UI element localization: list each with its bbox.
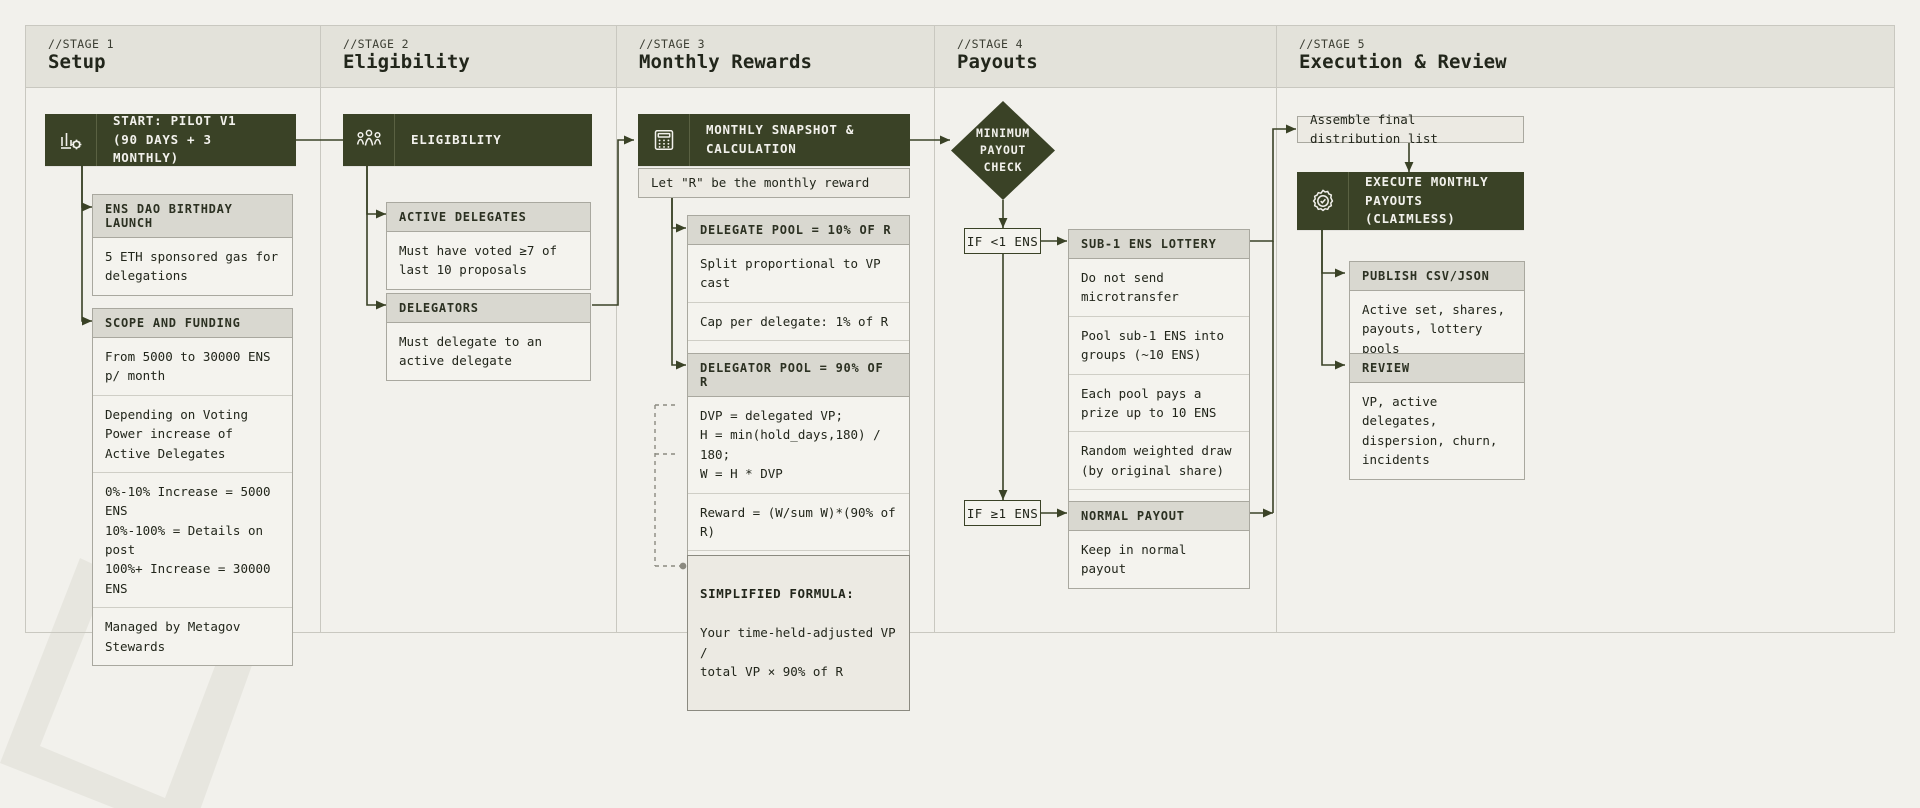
card-delegate-pool[interactable]: DELEGATE POOL = 10% OF R Split proportio… [687,215,910,380]
stage-header-1: //STAGE 1 Setup [26,26,320,88]
card-row: Cap per delegate: 1% of R [688,303,909,342]
stage-column-2: //STAGE 2 Eligibility [321,26,617,632]
stage-header-5: //STAGE 5 Execution & Review [1277,26,1894,88]
stage-header-4: //STAGE 4 Payouts [935,26,1276,88]
note-let-r-text: Let "R" be the monthly reward [651,174,870,190]
node-eligibility-label: ELIGIBILITY [411,131,502,147]
badge-check-icon [1297,172,1349,230]
note-let-r: Let "R" be the monthly reward [638,168,910,198]
card-row: Reward = (W/sum W)*(90% of R) [688,494,909,552]
card-row: 0%-10% Increase = 5000 ENS 10%-100% = De… [93,473,292,609]
stage-kicker-2: //STAGE 2 [343,37,409,51]
card-row: Active set, shares, payouts, lottery poo… [1362,302,1505,356]
card-normal-payout[interactable]: NORMAL PAYOUT Keep in normal payout [1068,501,1250,589]
card-row: DVP = delegated VP; H = min(hold_days,18… [688,397,909,494]
card-review[interactable]: REVIEW VP, active delegates, dispersion,… [1349,353,1525,480]
card-row: Each pool pays a prize up to 10 ENS [1069,375,1249,433]
card-head: DELEGATORS [387,294,590,323]
stage-kicker-1: //STAGE 1 [48,37,114,51]
people-group-icon [343,114,395,166]
card-head: DELEGATOR POOL = 90% OF R [688,354,909,397]
card-head: SCOPE AND FUNDING [93,309,292,338]
stage-board: //STAGE 1 Setup //STAGE 2 Eligibility //… [25,25,1895,633]
node-execute-label: EXECUTE MONTHLY PAYOUTS (CLAIMLESS) [1365,173,1489,227]
stage-title-3: Monthly Rewards [639,50,813,73]
stage-column-3: //STAGE 3 Monthly Rewards [617,26,935,632]
stage-column-1: //STAGE 1 Setup [26,26,321,632]
node-execute-monthly-payouts[interactable]: EXECUTE MONTHLY PAYOUTS (CLAIMLESS) [1297,172,1524,230]
stage-title-1: Setup [48,50,106,73]
card-row: Pool sub-1 ENS into groups (~10 ENS) [1069,317,1249,375]
branch-label: IF ≥1 ENS [966,505,1039,521]
card-row: Keep in normal payout [1081,542,1187,577]
card-row: 5 ETH sponsored gas for delegations [105,249,279,284]
card-head: ENS DAO BIRTHDAY LAUNCH [93,195,292,238]
stage-column-4: //STAGE 4 Payouts [935,26,1277,632]
stage-kicker-3: //STAGE 3 [639,37,705,51]
card-row: Managed by Metagov Stewards [105,619,241,654]
stage-header-3: //STAGE 3 Monthly Rewards [617,26,934,88]
card-head: NORMAL PAYOUT [1069,502,1249,531]
card-row: Must have voted ≥7 of last 10 proposals [399,243,558,278]
stage-title-5: Execution & Review [1299,50,1507,73]
card-assemble-distribution-list[interactable]: Assemble final distribution list [1297,112,1524,146]
stage-kicker-5: //STAGE 5 [1299,37,1365,51]
note-simplified-title: SIMPLIFIED FORMULA: [700,586,855,602]
card-head: PUBLISH CSV/JSON [1350,262,1524,291]
card-row: Depending on Voting Power increase of Ac… [93,396,292,473]
card-publish-csv-json[interactable]: PUBLISH CSV/JSON Active set, shares, pay… [1349,261,1525,369]
card-ens-dao-birthday-launch[interactable]: ENS DAO BIRTHDAY LAUNCH 5 ETH sponsored … [92,194,293,296]
note-simplified-formula: SIMPLIFIED FORMULA: Your time-held-adjus… [687,555,910,711]
node-start-pilot[interactable]: START: PILOT V1 (90 DAYS + 3 MONTHLY) [45,112,296,166]
stage-title-2: Eligibility [343,50,470,73]
note-simplified-body: Your time-held-adjusted VP / total VP × … [700,625,896,679]
stage-header-2: //STAGE 2 Eligibility [321,26,616,88]
card-row: From 5000 to 30000 ENS p/ month [93,338,292,396]
card-head: SUB-1 ENS LOTTERY [1069,230,1249,259]
card-head: DELEGATE POOL = 10% OF R [688,216,909,245]
card-row: Random weighted draw (by original share) [1069,432,1249,490]
stage-kicker-4: //STAGE 4 [957,37,1023,51]
card-row: VP, active delegates, dispersion, churn,… [1362,394,1498,468]
node-eligibility[interactable]: ELIGIBILITY [343,114,592,166]
bar-chart-gear-icon [45,114,97,166]
stage-title-4: Payouts [957,50,1038,73]
card-head: REVIEW [1350,354,1524,383]
card-scope-and-funding[interactable]: SCOPE AND FUNDING From 5000 to 30000 ENS… [92,308,293,666]
card-head: ACTIVE DELEGATES [387,203,590,232]
branch-label: IF <1 ENS [966,233,1039,249]
card-row: Do not send microtransfer [1069,259,1249,317]
branch-if-at-least-1-ens[interactable]: IF ≥1 ENS [964,500,1041,526]
calculator-icon [638,114,690,166]
card-active-delegates[interactable]: ACTIVE DELEGATES Must have voted ≥7 of l… [386,202,591,290]
card-row: Split proportional to VP cast [688,245,909,303]
decision-label: MINIMUM PAYOUT CHECK [975,126,1031,174]
assemble-label: Assemble final distribution list [1310,111,1438,146]
node-start-pilot-label: START: PILOT V1 (90 DAYS + 3 MONTHLY) [113,112,237,166]
node-monthly-snapshot-label: MONTHLY SNAPSHOT & CALCULATION [706,122,855,156]
card-row: Must delegate to an active delegate [399,334,542,369]
branch-if-less-than-1-ens[interactable]: IF <1 ENS [964,228,1041,254]
card-delegators[interactable]: DELEGATORS Must delegate to an active de… [386,293,591,381]
node-monthly-snapshot[interactable]: MONTHLY SNAPSHOT & CALCULATION [638,114,910,166]
stage-column-5: //STAGE 5 Execution & Review [1277,26,1894,632]
